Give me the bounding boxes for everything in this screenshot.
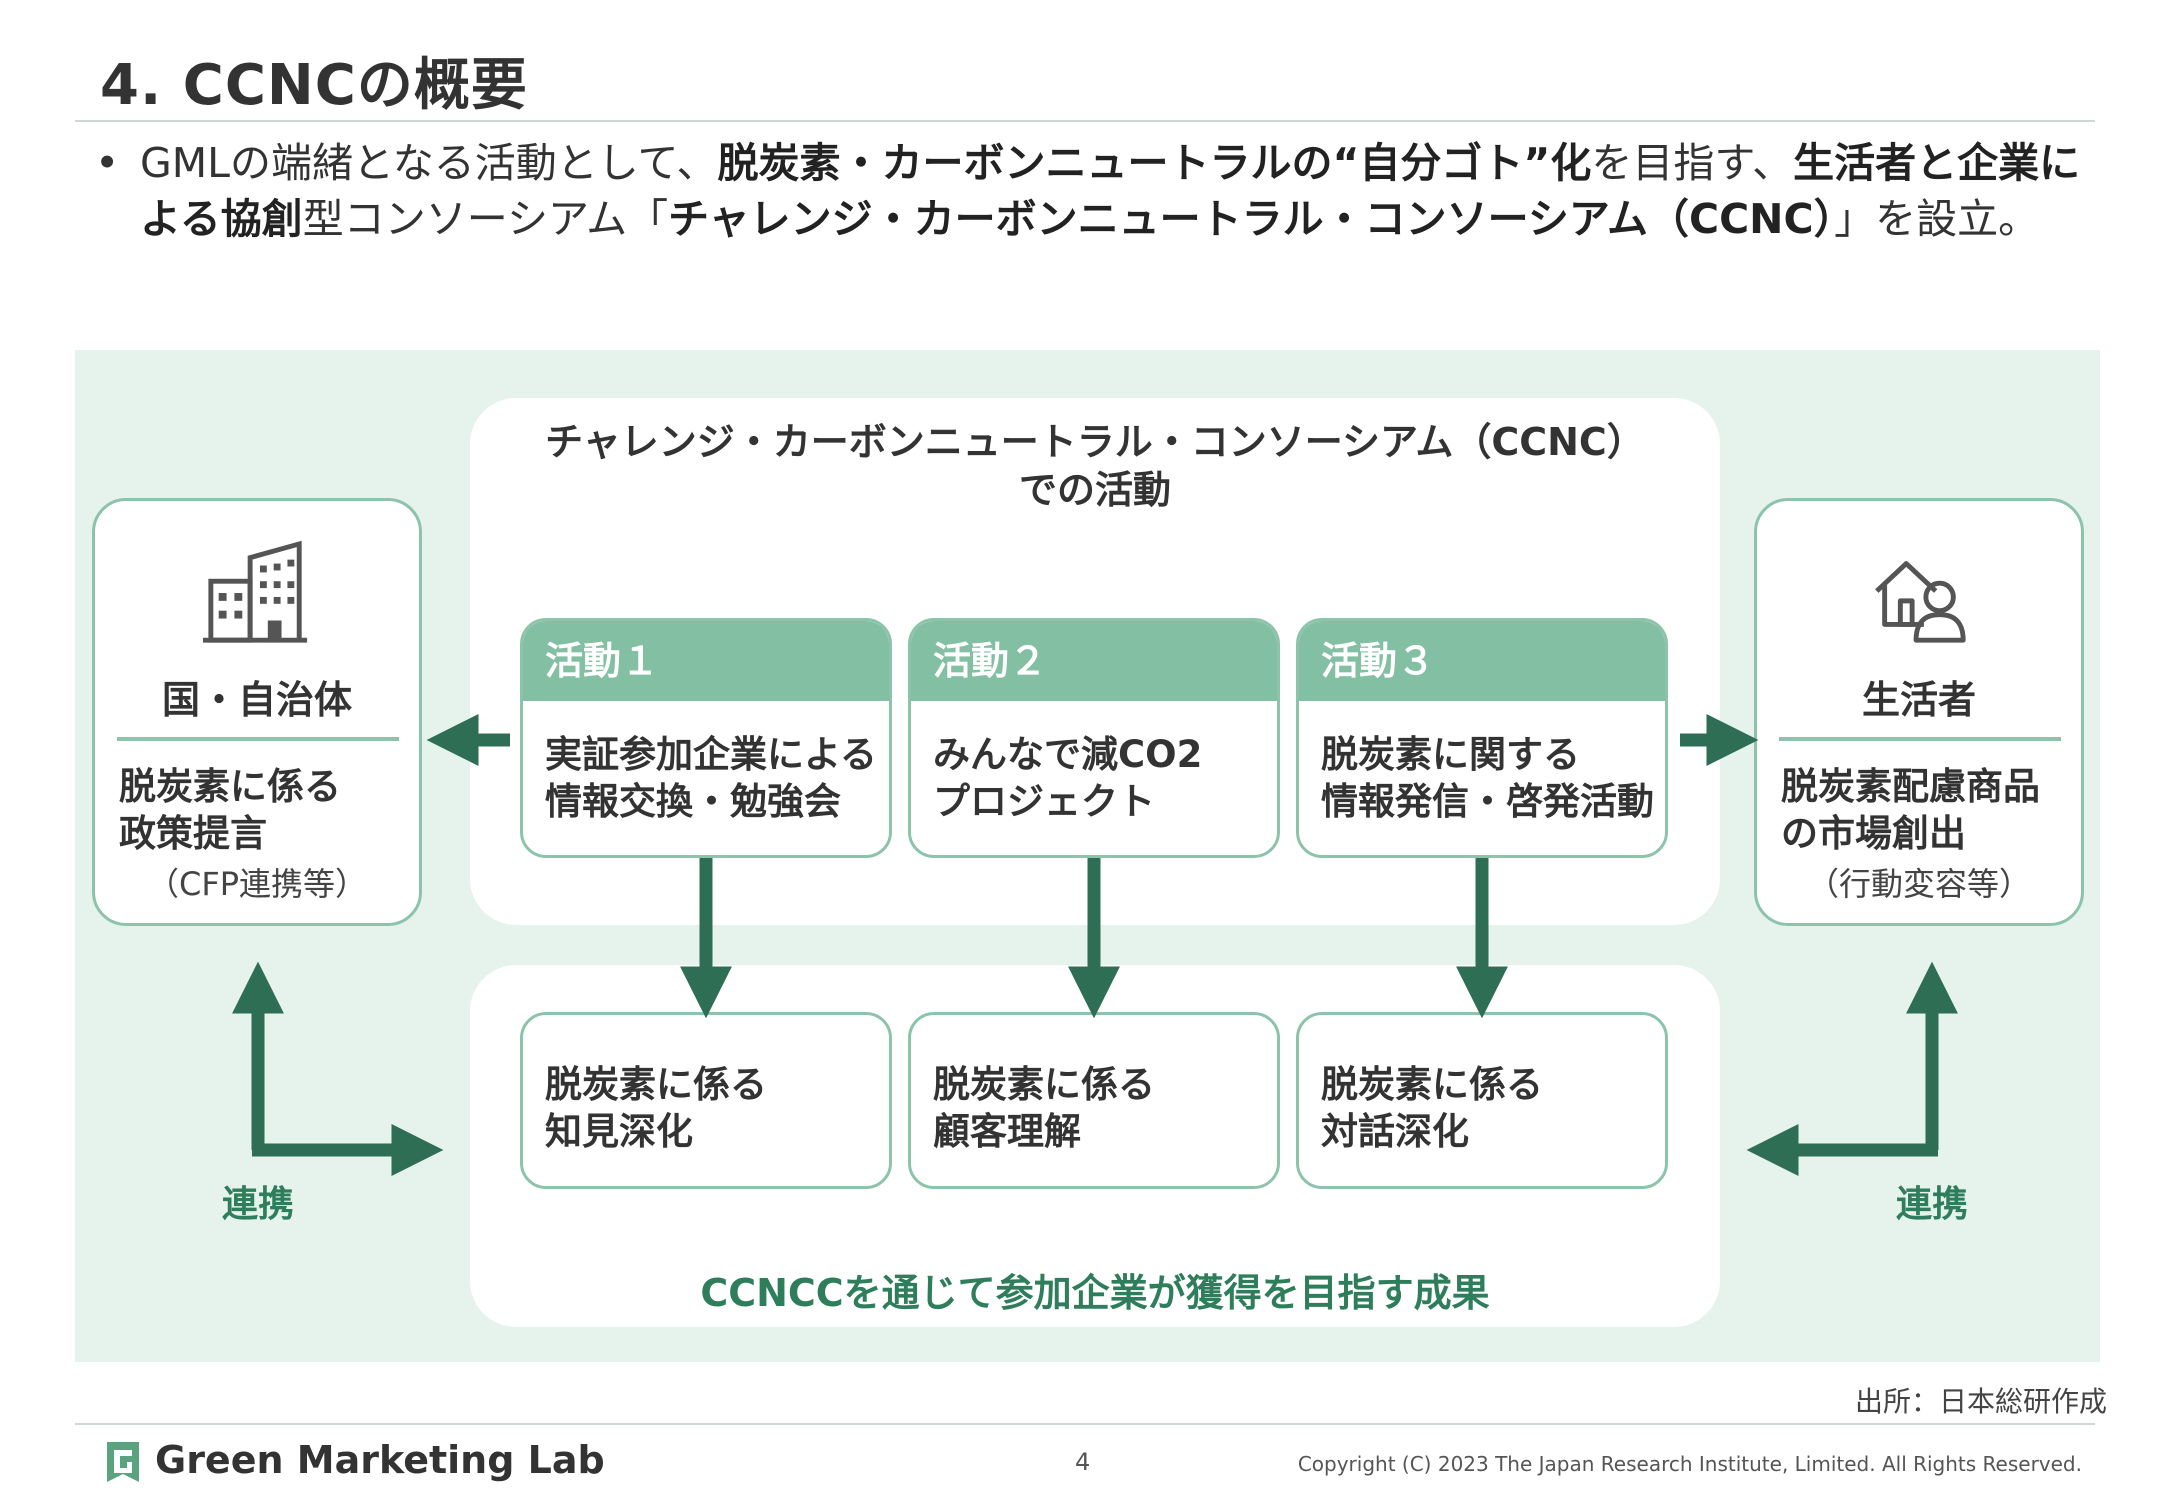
result-1-line2: 知見深化 [545,1110,693,1153]
intro-bullet: • GMLの端緒となる活動として、脱炭素・カーボンニュートラルの“自分ゴト”化を… [95,135,2095,247]
result-card-1: 脱炭素に係る 知見深化 [520,1012,892,1189]
link-label-right: 連携 [1896,1184,1969,1225]
consumer-desc-line2: の市場創出 [1781,812,1966,855]
bullet-text-1: GMLの端緒となる活動として、 [140,139,718,187]
activity-1-line1: 実証参加企業による [545,733,877,776]
bullet-text-4: 」を設立。 [1834,195,2040,243]
activity-card-2: 活動２ みんなで減CO2 プロジェクト [908,618,1280,858]
brand-name: Green Marketing Lab [155,1438,605,1482]
consumer-divider [1779,737,2061,741]
consumer-card: 生活者 脱炭素配慮商品 の市場創出 （行動変容等） [1754,498,2084,926]
consumer-desc-line1: 脱炭素配慮商品 [1781,765,2040,808]
activity-card-1: 活動１ 実証参加企業による 情報交換・勉強会 [520,618,892,858]
activity-3-line1: 脱炭素に関する [1321,733,1580,776]
building-icon [203,540,308,643]
activity-3-line2: 情報発信・啓発活動 [1321,780,1654,823]
government-name: 国・自治体 [161,678,352,722]
result-2-line1: 脱炭素に係る [933,1063,1155,1106]
result-2-body: 脱炭素に係る 顧客理解 [933,1061,1273,1155]
copyright: Copyright (C) 2023 The Japan Research In… [1297,1452,2082,1476]
consortium-title: チャレンジ・カーボンニュートラル・コンソーシアム（CCNC） での活動 [470,418,1720,514]
consortium-title-line2: での活動 [1018,468,1171,512]
bullet-text: GMLの端緒となる活動として、脱炭素・カーボンニュートラルの“自分ゴト”化を目指… [140,135,2095,247]
bullet-bold-2: 生活者と企業による協創 [140,139,2081,243]
bullet-dot: • [95,139,120,187]
bullet-text-2: を目指す、 [1591,139,1794,187]
activity-2-line1: みんなで減CO2 [933,733,1203,776]
consumer-name: 生活者 [1861,678,1976,722]
page-number: 4 [1075,1448,1091,1476]
result-2-line2: 顧客理解 [933,1110,1081,1153]
activity-3-heading: 活動３ [1299,621,1665,701]
result-card-3: 脱炭素に係る 対話深化 [1296,1012,1668,1189]
result-1-body: 脱炭素に係る 知見深化 [545,1061,885,1155]
activity-card-3: 活動３ 脱炭素に関する 情報発信・啓発活動 [1296,618,1668,858]
government-divider [117,737,399,741]
government-description: 脱炭素に係る 政策提言 [119,763,419,857]
result-caption: CCNCCを通じて参加企業が獲得を目指す成果 [700,1271,1490,1315]
result-3-body: 脱炭素に係る 対話深化 [1321,1061,1661,1155]
link-label-left: 連携 [222,1184,295,1225]
activity-1-heading: 活動１ [523,621,889,701]
slide-title: 4. CCNCの概要 [100,53,528,118]
result-3-line2: 対話深化 [1321,1110,1469,1153]
government-card: 国・自治体 脱炭素に係る 政策提言 （CFP連携等） [92,498,422,926]
government-note: （CFP連携等） [146,865,368,903]
activity-2-heading: 活動２ [911,621,1277,701]
result-1-line1: 脱炭素に係る [545,1063,767,1106]
consumer-note: （行動変容等） [1806,865,2031,903]
bullet-bold-3: チャレンジ・カーボンニュートラル・コンソーシアム（CCNC） [668,195,1835,243]
bullet-text-3: 型コンソーシアム「 [302,195,669,243]
house-person-icon [1875,561,1966,643]
consumer-description: 脱炭素配慮商品 の市場創出 [1781,763,2081,857]
consortium-title-line1: チャレンジ・カーボンニュートラル・コンソーシアム（CCNC） [545,420,1645,464]
title-divider [75,120,2095,122]
result-3-line1: 脱炭素に係る [1321,1063,1543,1106]
bullet-bold-1: 脱炭素・カーボンニュートラルの“自分ゴト”化 [717,139,1592,187]
activity-2-body: みんなで減CO2 プロジェクト [933,731,1277,825]
government-desc-line1: 脱炭素に係る [119,765,341,808]
activity-2-line2: プロジェクト [933,780,1155,823]
activity-3-body: 脱炭素に関する 情報発信・啓発活動 [1321,731,1665,825]
footer-divider [75,1423,2095,1425]
activity-1-line2: 情報交換・勉強会 [545,780,841,823]
result-card-2: 脱炭素に係る 顧客理解 [908,1012,1280,1189]
activity-1-body: 実証参加企業による 情報交換・勉強会 [545,731,889,825]
gml-logo-icon [107,1442,139,1482]
government-desc-line2: 政策提言 [119,812,267,855]
source-note: 出所：日本総研作成 [1854,1385,2107,1418]
